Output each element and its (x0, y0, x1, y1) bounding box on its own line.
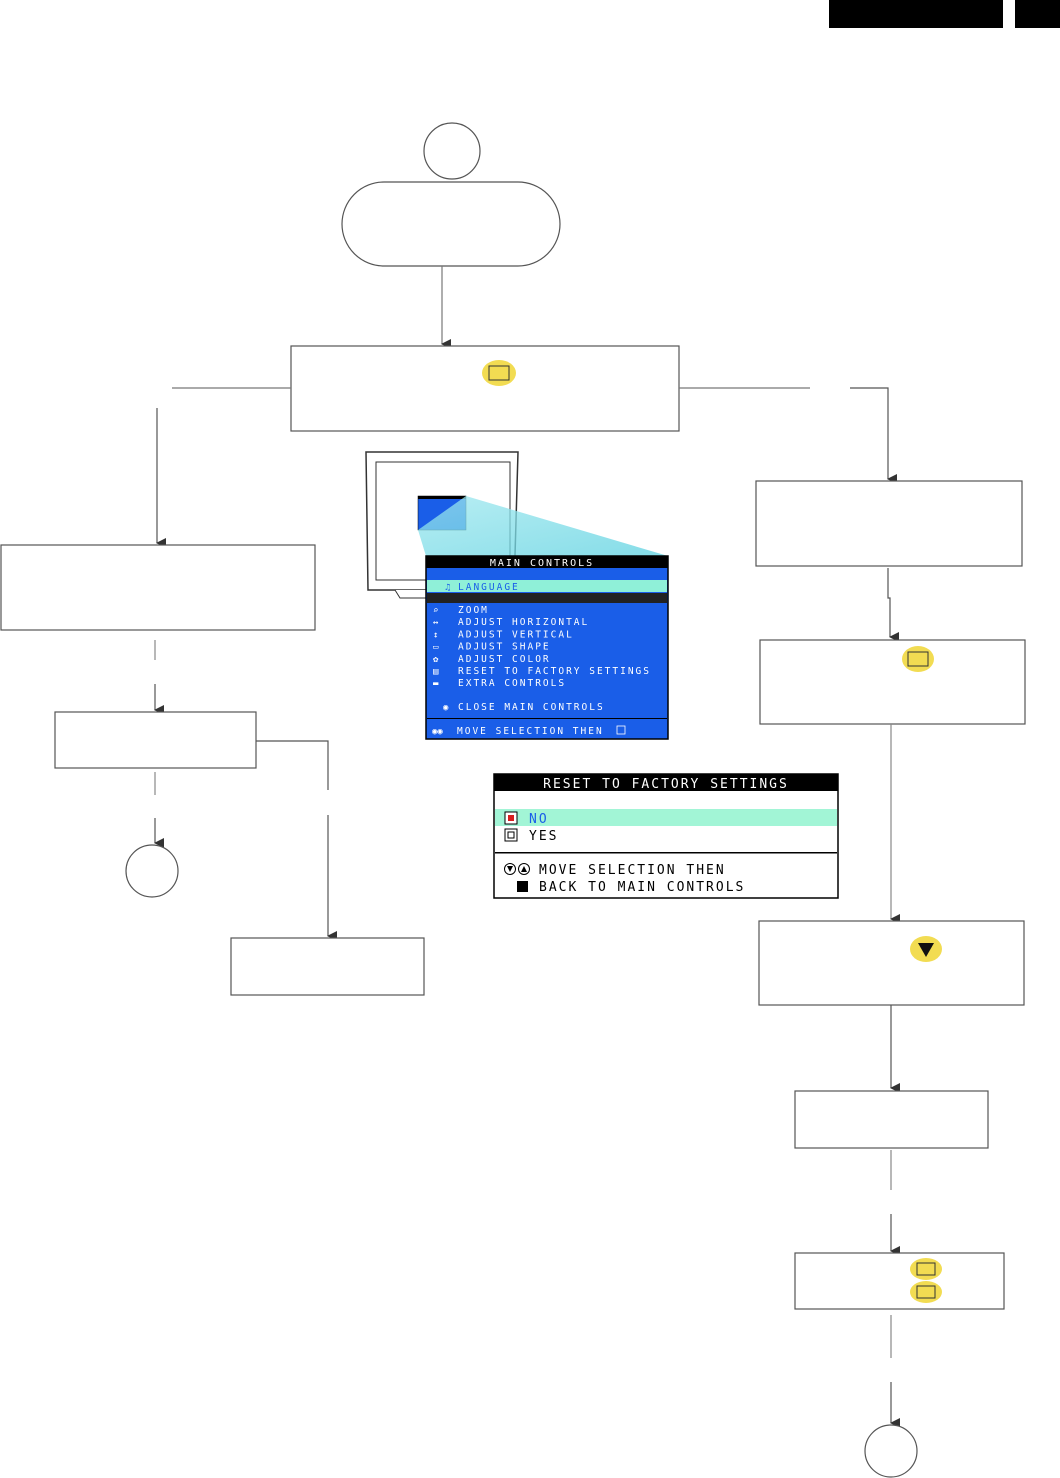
right-step-box-1 (755, 480, 1023, 567)
right-step-box-3 (758, 920, 1025, 1006)
osd-main-title: MAIN CONTROLS (490, 558, 594, 569)
main-step-box (290, 345, 680, 432)
color-icon: ✿ (433, 655, 439, 665)
osd-menu-item: ADJUST SHAPE (458, 642, 551, 653)
horizontal-icon: ↔ (433, 618, 439, 628)
osd-menu-item: ZOOM (458, 605, 489, 616)
right-step-box-4 (794, 1090, 989, 1149)
osd-option-no: NO (529, 812, 549, 827)
left-step-box-3 (230, 937, 425, 996)
osd-reset-footer-2: BACK TO MAIN CONTROLS (539, 880, 745, 895)
osd-main-controls: MAIN CONTROLS ♫ LANGUAGE ⌕ ZOOM ↔ ADJUST HO… (425, 555, 669, 740)
right-step-box-2 (759, 639, 1026, 725)
osd-option-yes: YES (529, 829, 558, 844)
osd-menu-item: ADJUST HORIZONTAL (458, 617, 589, 628)
menu-button-icon (902, 646, 934, 672)
svg-text:◉: ◉ (443, 703, 449, 713)
flow-arrow (887, 568, 899, 642)
osd-highlighted-item: LANGUAGE (458, 582, 520, 593)
right-step-box-5 (794, 1252, 1005, 1310)
zoom-icon: ⌕ (433, 606, 438, 616)
left-step-box-2 (54, 711, 257, 769)
vertical-icon: ↕ (433, 630, 438, 640)
header-tab-left (829, 0, 1003, 28)
svg-text:♫: ♫ (445, 583, 450, 593)
right-end-connector (864, 1424, 918, 1478)
osd-menu-item: ADJUST COLOR (458, 654, 551, 665)
osd-close-item: CLOSE MAIN CONTROLS (458, 702, 605, 713)
menu-button-icon (910, 1258, 942, 1280)
menu-button-icon (910, 1281, 942, 1303)
flow-arrow (850, 387, 897, 484)
osd-menu-item: ADJUST VERTICAL (458, 629, 574, 640)
left-end-connector (125, 844, 179, 898)
reset-icon: ▤ (433, 667, 439, 677)
header-tab-right (1015, 0, 1060, 28)
left-step-box-1 (0, 544, 316, 631)
osd-reset-title: RESET TO FACTORY SETTINGS (543, 777, 789, 792)
svg-text:◉◉: ◉◉ (432, 727, 443, 737)
shape-icon: ▭ (433, 643, 439, 653)
start-terminal (341, 181, 561, 267)
osd-reset-panel: RESET TO FACTORY SETTINGS NO YES MOVE SE… (493, 773, 839, 899)
osd-menu-item: EXTRA CONTROLS (458, 678, 566, 689)
menu-button-icon (482, 360, 516, 386)
osd-footer: MOVE SELECTION THEN (457, 726, 604, 737)
start-connector (423, 122, 481, 180)
extra-icon: ▬ (433, 679, 439, 689)
osd-menu-item: RESET TO FACTORY SETTINGS (458, 666, 651, 677)
osd-reset-footer-1: MOVE SELECTION THEN (539, 863, 726, 878)
